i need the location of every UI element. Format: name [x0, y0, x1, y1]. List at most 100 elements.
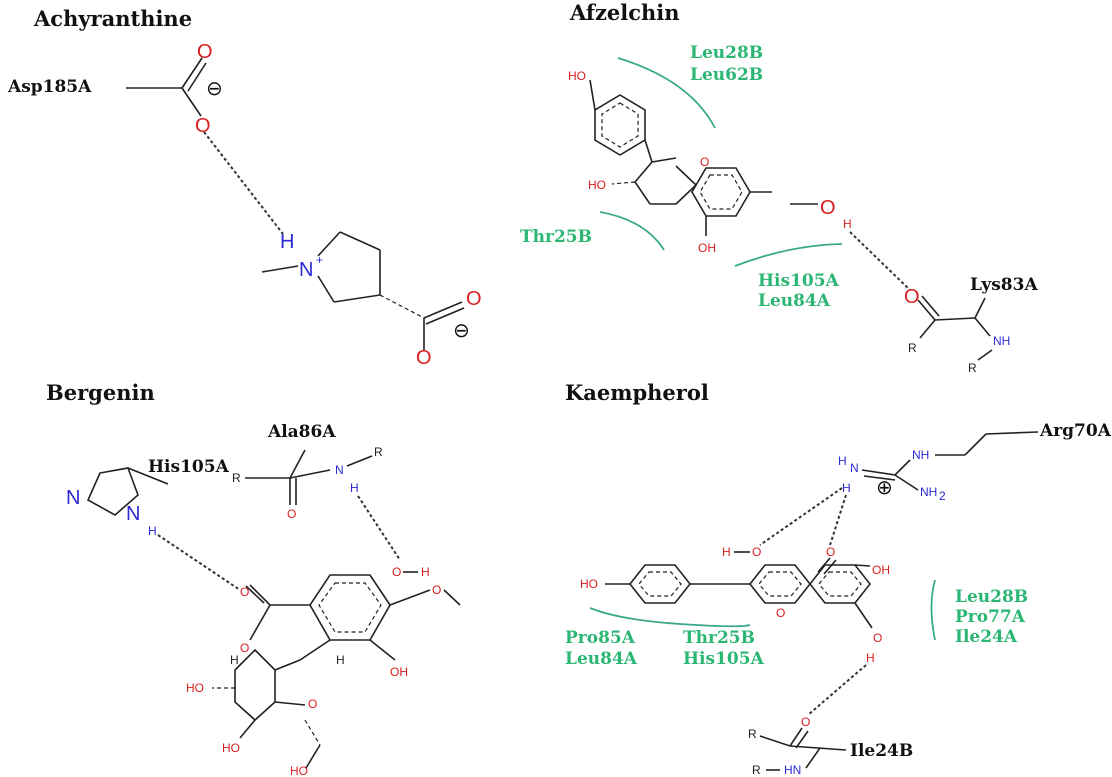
- bond: [346, 455, 373, 467]
- bond: [974, 297, 986, 319]
- hydrogen-bond: [829, 494, 847, 546]
- bond: [675, 184, 697, 205]
- phenyl-ring: [628, 564, 692, 604]
- amine-group: NH: [993, 334, 1010, 348]
- title-kaempherol: Kaempherol: [565, 380, 709, 405]
- bond: [261, 265, 299, 273]
- bond: [863, 475, 896, 481]
- hydrophobic-residue: Thr25B: [520, 227, 592, 247]
- amine-group: NH: [920, 485, 937, 499]
- hydrogen-atom: H: [842, 481, 851, 495]
- bond: [795, 730, 809, 749]
- panel-bergenin: Bergenin Ala86A His105A N N H R O N R H …: [46, 380, 461, 777]
- hydrogen-bond: [203, 131, 284, 235]
- aromatic-ring: [638, 571, 682, 597]
- hydroxyl-group: OH: [390, 665, 408, 679]
- bond: [127, 467, 169, 485]
- bond: [974, 317, 991, 337]
- hydrophobic-residue: Ile24A: [955, 627, 1018, 647]
- bond: [339, 231, 381, 251]
- hydrophobic-residue: Thr25B: [683, 628, 755, 648]
- oxygen-atom: O: [197, 41, 213, 63]
- ile24b-backbone: O R HN R: [748, 715, 847, 777]
- panel-kaempherol: Kaempherol Arg70A Ile24B Leu28B Pro77A I…: [565, 380, 1112, 777]
- carbonyl-o: O: [826, 545, 835, 559]
- hydrophobic-contact-arc: [734, 243, 843, 267]
- hydrophobic-residue: Leu84A: [758, 291, 831, 311]
- hydroxyl-group: OH: [698, 241, 716, 255]
- pyranone-ring: [748, 564, 812, 604]
- bond: [249, 604, 271, 641]
- imidazole-ring: N N H: [66, 467, 169, 538]
- bond: [245, 585, 265, 604]
- bond: [985, 431, 1039, 435]
- amine-group: HN: [784, 763, 801, 777]
- amine-group: NH: [912, 448, 929, 462]
- phenyl-ring: [594, 94, 646, 156]
- hydrophobic-contact-arc: [589, 607, 751, 628]
- hydrophobic-residue: Leu28B: [955, 587, 1028, 607]
- imidazole: [86, 467, 139, 516]
- hydrogen-atom: H: [722, 545, 731, 559]
- hydroxyl-group: HO: [588, 178, 606, 192]
- hydroxyl-o: O: [392, 565, 401, 579]
- bond: [894, 474, 919, 491]
- hydrophobic-residue: Pro77A: [955, 607, 1026, 627]
- bond: [274, 659, 301, 671]
- title-achyranthine: Achyranthine: [33, 6, 192, 31]
- r-group: R: [748, 727, 757, 741]
- bond: [917, 299, 936, 321]
- aromatic-ring: [699, 174, 743, 210]
- hydrogen-atom: H: [230, 653, 239, 667]
- hydrogen-atom: H: [148, 524, 157, 538]
- bond: [289, 449, 306, 479]
- hashed-bond: [379, 294, 425, 319]
- nitrogen-atom: N: [66, 487, 80, 509]
- r-group: R: [232, 471, 241, 485]
- bond: [759, 735, 791, 747]
- bond: [789, 727, 803, 747]
- bond: [443, 589, 461, 606]
- arg70a-guanidinium: NH NH 2 N H H ⊕: [838, 431, 1039, 503]
- hydrophobic-residue: Leu84A: [565, 649, 638, 669]
- hydrogen-bond: [807, 664, 867, 716]
- bond: [317, 231, 341, 257]
- hydrophobic-residue: His105A: [758, 271, 840, 291]
- bond: [634, 181, 651, 205]
- hydroxyl-group: HO: [222, 741, 240, 755]
- bergenin-core: O H O OH O O H H HO HO O: [186, 565, 461, 777]
- hydroxyl-group: HO: [186, 681, 204, 695]
- oxygen-atom: O: [873, 631, 882, 645]
- ring-oxygen: O: [308, 697, 317, 711]
- residue-ile24b: Ile24B: [850, 741, 913, 761]
- hydroxyl-h: H: [421, 565, 430, 579]
- lys83a-backbone: O R NH R: [904, 286, 1010, 375]
- benzo-ring: [691, 167, 751, 217]
- ala86a-backbone: R O N R H: [232, 445, 383, 521]
- bond: [894, 459, 911, 476]
- hydrogen-atom: H: [280, 231, 294, 253]
- negative-charge-icon: ⊖: [453, 318, 470, 342]
- bond: [249, 584, 271, 606]
- positive-charge: +: [316, 253, 323, 267]
- nitrogen-atom: N: [850, 461, 859, 475]
- bond: [805, 747, 821, 769]
- hydrophobic-contact-arc: [930, 579, 936, 641]
- bond: [187, 62, 207, 92]
- bond: [861, 469, 896, 476]
- hydrogen-atom: H: [336, 653, 345, 667]
- nitrogen-atom: N: [299, 259, 313, 281]
- subscript: 2: [939, 489, 946, 503]
- bond: [934, 317, 976, 321]
- bond: [181, 87, 202, 117]
- kaempherol-core: H O O HO O OH O H: [580, 545, 890, 665]
- hydrophobic-contact-arc: [599, 211, 665, 251]
- ring-oxygen: O: [700, 155, 709, 169]
- hydrogen-bond: [157, 534, 241, 591]
- hydrogen-atom: H: [866, 651, 875, 665]
- bond: [964, 433, 987, 456]
- aromatic-ring: [758, 571, 802, 597]
- bond: [854, 564, 871, 567]
- hydrophobic-contact-arc: [617, 57, 716, 129]
- r-group: R: [968, 361, 977, 375]
